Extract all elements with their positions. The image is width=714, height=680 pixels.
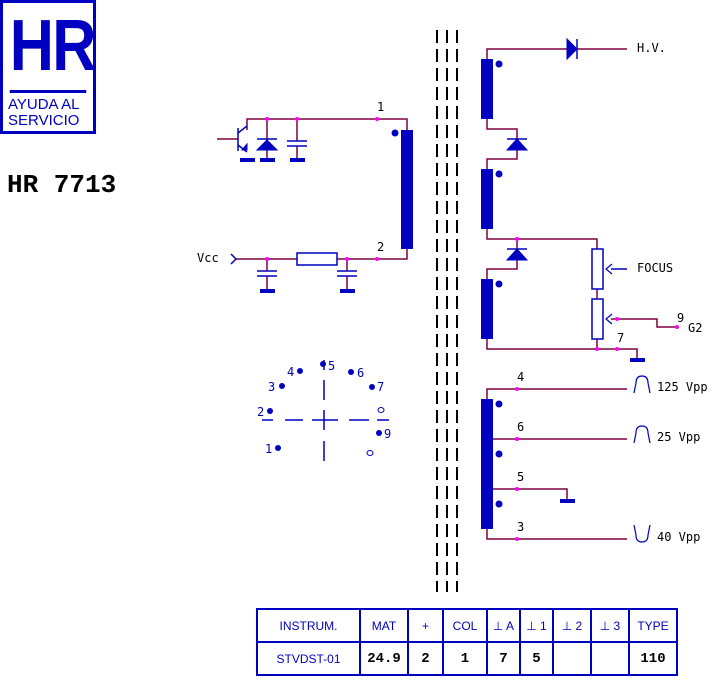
primary-winding [401,130,413,249]
diode-icon [505,138,529,151]
connector-pin-4: 4 [287,365,294,379]
polarity-dot [495,500,503,508]
polarity-dot [495,170,503,178]
hv-label: H.V. [637,41,666,55]
focus-resistor-icon [591,248,604,290]
table-header-row: INSTRUM. MAT + COL ⊥ A ⊥ 1 ⊥ 2 ⊥ 3 TYPE [256,608,678,643]
connector-pin-5: 5 [328,359,335,373]
output-25vpp-label: 25 Vpp [657,430,700,444]
polarity-dot [495,400,503,408]
cell-col: 1 [442,641,488,676]
aux-nodes [515,387,519,541]
resistor-icon [296,252,338,266]
pin-6-label: 6 [517,420,524,434]
transistor-icon [237,125,255,162]
pin-5-label: 5 [517,470,524,484]
hv-winding-3 [481,279,493,339]
g2-wiper-icon [605,313,613,325]
polarity-dot [495,280,503,288]
positive-pulse-icon [633,375,651,394]
positive-pulse-icon [633,425,651,444]
diode-icon [505,248,529,261]
connector-pinout: 1 2 3 4 5 6 7 9 [257,359,391,461]
connector-pin-3: 3 [268,380,275,394]
capacitor-icon [337,270,357,293]
output-40vpp-label: 40 Vpp [657,530,700,544]
header-ground-a: ⊥ A [486,608,521,643]
header-plus: + [407,608,444,643]
vcc-label: Vcc [197,251,219,265]
connector-pin-9: 9 [384,427,391,441]
header-ground-2: ⊥ 2 [552,608,592,643]
connector-pin-6: 6 [357,366,364,380]
logo-line2: SERVICIO [8,112,80,129]
header-type: TYPE [628,608,678,643]
logo-subtitle: AYUDA AL SERVICIO [8,97,79,129]
schematic: 1 2 Vcc H.V. FOCUS 9 G2 7 [197,30,708,592]
header-ground-1: ⊥ 1 [519,608,554,643]
table-row: STVDST-01 24.9 2 1 7 5 110 [256,641,678,676]
ground-icon [630,358,645,362]
hv-diode-icon [566,37,578,61]
logo-line1: AYUDA AL [8,96,80,113]
focus-label: FOCUS [637,261,673,275]
cell-instrum: STVDST-01 [256,641,361,676]
output-125vpp-label: 125 Vpp [657,380,708,394]
cell-ground-1: 5 [519,641,554,676]
pin-3-label: 3 [517,520,524,534]
cell-type: 110 [628,641,678,676]
focus-wiper-icon [605,263,613,275]
capacitor-icon [287,140,307,162]
g2-resistor-icon [591,298,604,340]
model-number: HR 7713 [7,170,117,200]
test-data-table: INSTRUM. MAT + COL ⊥ A ⊥ 1 ⊥ 2 ⊥ 3 TYPE … [256,608,678,676]
connector-pin-7: 7 [377,380,384,394]
hv-nodes [515,237,679,351]
aux-wiring [486,388,627,540]
cell-ground-3 [590,641,630,676]
input-arrow-icon [230,253,238,265]
cell-mat: 24.9 [359,641,409,676]
polarity-dot [495,450,503,458]
hv-wiring [486,48,677,359]
header-mat: MAT [359,608,409,643]
primary-nodes [265,117,379,261]
cell-plus: 2 [407,641,444,676]
header-instrum: INSTRUM. [256,608,361,643]
pin-2-label: 2 [377,240,384,254]
connector-pin-1: 1 [265,442,272,456]
g2-label: G2 [688,321,702,335]
header-ground-3: ⊥ 3 [590,608,630,643]
aux-winding [481,399,493,529]
hv-winding-2 [481,169,493,229]
pin-1-label: 1 [377,100,384,114]
negative-pulse-icon [633,524,651,543]
cell-ground-2 [552,641,592,676]
damper-diode-icon [255,138,279,162]
polarity-dot [495,60,503,68]
pin-7-label: 7 [617,331,624,345]
g2-pin-label: 9 [677,311,684,325]
transformer-core [436,30,458,592]
cell-ground-a: 7 [486,641,521,676]
hr-logo: HR AYUDA AL SERVICIO [0,0,96,134]
hv-winding-1 [481,59,493,119]
logo-brand: HR [9,3,96,93]
connector-pin-2: 2 [257,405,264,419]
ground-icon [560,499,575,503]
header-col: COL [442,608,488,643]
capacitor-icon [257,270,277,293]
pin-4-label: 4 [517,370,524,384]
polarity-dot [391,129,399,137]
